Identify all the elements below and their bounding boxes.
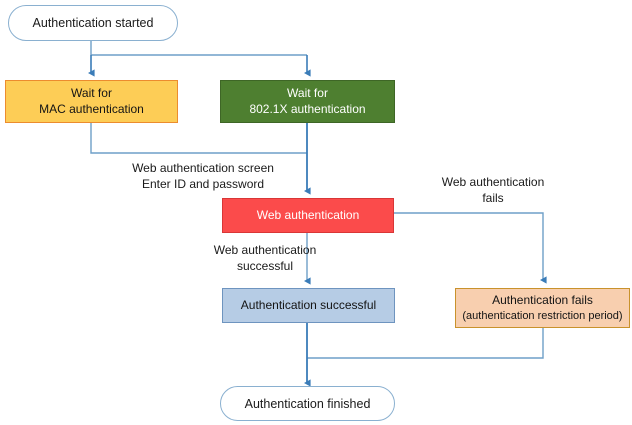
node-label: Authentication started	[32, 16, 154, 30]
edge-auth-fails-to-merge	[307, 327, 544, 359]
node-label-line1: Wait for	[71, 86, 112, 101]
node-label-line2: 802.1X authentication	[249, 101, 366, 116]
edge-label-line1: Web authentication	[213, 243, 317, 257]
edge-label-line1: Web authentication screen	[132, 161, 274, 175]
edge-label-web-authentication-fails: Web authentication fails	[408, 175, 578, 207]
node-label-line1: Authentication fails	[492, 293, 593, 308]
node-label: Authentication successful	[240, 297, 377, 312]
edge-wait-mac-to-trunk	[90, 122, 307, 154]
node-label: Web authentication	[256, 207, 360, 222]
node-label-line2: MAC authentication	[39, 101, 144, 116]
edge-label-web-authentication-successful: Web authentication successful	[180, 243, 350, 275]
node-label: Authentication finished	[244, 396, 371, 411]
node-web-authentication[interactable]: Web authentication	[222, 198, 394, 233]
node-label-line1: Wait for	[287, 86, 328, 101]
edge-label-web-authentication-screen: Web authentication screen Enter ID and p…	[83, 161, 323, 193]
node-authentication-started[interactable]: Authentication started	[8, 5, 178, 41]
node-wait-for-mac-authentication[interactable]: Wait for MAC authentication	[5, 80, 178, 123]
node-authentication-finished[interactable]: Authentication finished	[220, 386, 395, 421]
edge-label-line2: fails	[482, 190, 504, 205]
edge-web-auth-to-auth-fails	[394, 212, 547, 284]
node-label-line2: (authentication restriction period)	[462, 309, 623, 322]
edge-label-line1: Web authentication	[441, 175, 545, 189]
node-authentication-successful[interactable]: Authentication successful	[222, 288, 395, 323]
node-authentication-fails[interactable]: Authentication fails (authentication res…	[455, 288, 630, 328]
edge-label-line2: successful	[236, 258, 294, 273]
edge-label-line2: Enter ID and password	[141, 176, 265, 191]
node-wait-for-8021x-authentication[interactable]: Wait for 802.1X authentication	[220, 80, 395, 123]
